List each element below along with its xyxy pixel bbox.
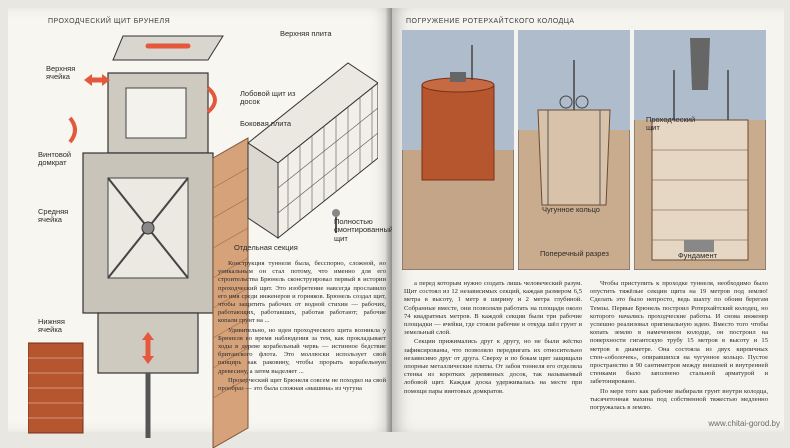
label-lower-cell: Нижняя ячейка: [38, 317, 65, 335]
well-panel-1: [402, 30, 514, 270]
right-paragraph: а перед которым нужно создать лишь челов…: [404, 280, 582, 337]
label-front-board: Лобовой щит из досок: [240, 89, 296, 107]
label-middle-cell: Средняя ячейка: [38, 207, 69, 225]
label-cast-iron-shoes: Чугунное кольцо: [542, 205, 600, 214]
watermark: www.chitai-gorod.by: [708, 419, 780, 428]
label-cross-section: Поперечный разрез: [540, 249, 609, 258]
right-body-col1: а перед которым нужно создать лишь челов…: [404, 280, 582, 428]
label-top-plate: Верхняя плита: [280, 29, 332, 38]
well-panel-3: [634, 30, 766, 270]
right-paragraph: По мере того как рабочие выбирали грунт …: [590, 387, 768, 412]
assembled-shield-illustration: [247, 62, 378, 240]
label-side-plate: Боковая плита: [240, 119, 291, 128]
left-page: ПРОХОДЧЕСКИЙ ЩИТ БРУНЕЛЯ: [8, 8, 394, 448]
label-assembled-shield: Полностью смонтированный щит: [334, 217, 394, 243]
left-running-head: ПРОХОДЧЕСКИЙ ЩИТ БРУНЕЛЯ: [48, 18, 171, 25]
shield-illustration: [28, 35, 249, 448]
right-paragraph: Чтобы приступить к проходке туннеля, нео…: [590, 280, 768, 386]
right-running-head: ПОГРУЖЕНИЕ РОТЕРХАЙТСКОГО КОЛОДЦА: [406, 18, 575, 25]
left-paragraph: Проходческий щит Брюнеля совсем не поход…: [218, 376, 386, 393]
right-page: ПОГРУЖЕНИЕ РОТЕРХАЙТСКОГО КОЛОДЦА: [392, 8, 784, 432]
label-single-section: Отдельная секция: [234, 243, 298, 252]
label-shield: Проходческий щит: [646, 115, 696, 133]
right-paragraph: Секции прижимались друг к другу, но не б…: [404, 338, 582, 395]
label-upper-cell: Верхняя ячейка: [46, 64, 76, 82]
right-body-col2: Чтобы приступить к проходке туннеля, нео…: [590, 280, 768, 428]
label-screw-jack: Винтовой домкрат: [38, 150, 72, 168]
left-body-text: Конструкция туннеля была, бесспорно, сло…: [218, 260, 386, 428]
left-paragraph: Удивительно, но идея проходческого щита …: [218, 326, 386, 375]
label-foundation: Фундамент: [678, 251, 718, 260]
left-paragraph: Конструкция туннеля была, бесспорно, сло…: [218, 260, 386, 325]
book-spread: ПРОХОДЧЕСКИЙ ЩИТ БРУНЕЛЯ: [8, 8, 784, 448]
well-panel-2: [518, 30, 630, 270]
